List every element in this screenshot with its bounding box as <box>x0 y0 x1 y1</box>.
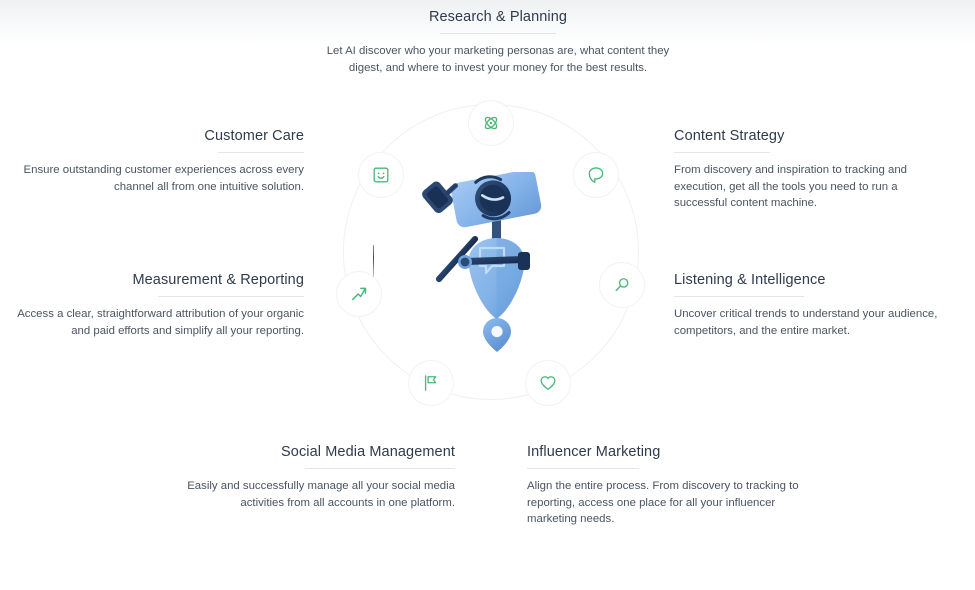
speech-bubble-icon <box>586 165 606 185</box>
feature-title-content-strategy: Content Strategy <box>674 128 785 144</box>
magnifier-icon <box>612 275 632 295</box>
feature-block-content-strategy: Content Strategy From discovery and insp… <box>674 127 942 212</box>
feature-block-research: Research & Planning Let AI discover who … <box>312 8 684 76</box>
feature-block-customer-care: Customer Care Ensure outstanding custome… <box>14 127 304 195</box>
feature-description-listening-intelligence: Uncover critical trends to understand yo… <box>674 308 938 337</box>
feature-title-rule <box>158 296 304 297</box>
text-caret-artifact <box>373 245 374 277</box>
feature-title-rule <box>527 468 639 469</box>
feature-title-customer-care: Customer Care <box>204 128 304 144</box>
wheel-node-social-media-management[interactable] <box>408 360 454 406</box>
icon-wheel <box>336 100 645 406</box>
feature-block-influencer-marketing: Influencer Marketing Align the entire pr… <box>527 443 805 528</box>
wheel-node-listening-intelligence[interactable] <box>599 262 645 308</box>
feature-description-content-strategy: From discovery and inspiration to tracki… <box>674 164 907 210</box>
flag-icon <box>421 373 441 393</box>
wheel-node-customer-care[interactable] <box>358 152 404 198</box>
feature-title-rule <box>305 468 455 469</box>
feature-title-influencer-marketing: Influencer Marketing <box>527 444 661 460</box>
feature-title-research: Research & Planning <box>428 9 568 25</box>
feature-description-customer-care: Ensure outstanding customer experiences … <box>23 164 304 193</box>
feature-title-rule <box>440 33 556 34</box>
feature-block-social-media-management: Social Media Management Easily and succe… <box>185 443 455 511</box>
feature-description-measurement-reporting: Access a clear, straightforward attribut… <box>17 308 304 337</box>
feature-title-social-media-management: Social Media Management <box>281 444 455 460</box>
feature-description-influencer-marketing: Align the entire process. From discovery… <box>527 480 799 526</box>
trend-arrow-icon <box>349 284 369 304</box>
feature-block-listening-intelligence: Listening & Intelligence Uncover critica… <box>674 271 942 339</box>
wheel-node-influencer-marketing[interactable] <box>525 360 571 406</box>
feature-title-listening-intelligence: Listening & Intelligence <box>674 272 826 288</box>
feature-title-measurement-reporting: Measurement & Reporting <box>132 272 304 288</box>
wheel-node-measurement-reporting[interactable] <box>336 271 382 317</box>
robot-illustration <box>413 172 583 352</box>
wheel-node-content-strategy[interactable] <box>573 152 619 198</box>
feature-title-rule <box>674 152 770 153</box>
wheel-node-research[interactable] <box>468 100 514 146</box>
feature-title-rule <box>674 296 804 297</box>
feature-description-social-media-management: Easily and successfully manage all your … <box>187 480 455 509</box>
feature-block-measurement-reporting: Measurement & Reporting Access a clear, … <box>14 271 304 339</box>
atom-icon <box>481 113 501 133</box>
heart-icon <box>538 373 558 393</box>
feature-title-rule <box>218 152 304 153</box>
smiley-square-icon <box>371 165 391 185</box>
feature-description-research: Let AI discover who your marketing perso… <box>326 45 670 74</box>
